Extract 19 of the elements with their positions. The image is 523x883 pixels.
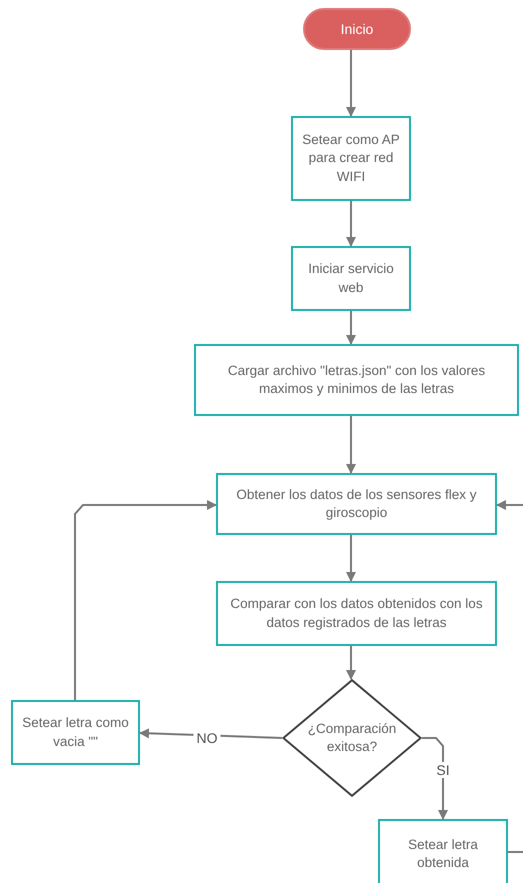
arrow bbox=[422, 737, 448, 820]
process-box: Setear como AP para crear red WIFI bbox=[291, 116, 411, 201]
arrow bbox=[346, 416, 356, 474]
arrow bbox=[346, 311, 356, 345]
arrow bbox=[496, 500, 523, 853]
start-terminal: Inicio bbox=[303, 8, 411, 50]
process-box: Cargar archivo "letras.json" con los valores maximos y minimos de las letras bbox=[194, 344, 519, 416]
process-box: Setear letra obtenida bbox=[378, 819, 508, 883]
process-box: Obtener los datos de los sensores flex y giroscopio bbox=[216, 473, 497, 535]
arrow bbox=[346, 535, 356, 582]
arrow bbox=[346, 50, 356, 117]
node-text: ¿Comparación exitosa? bbox=[306, 720, 398, 756]
process-box: Setear letra como vacia "" bbox=[11, 700, 140, 765]
arrow bbox=[346, 646, 356, 680]
process-box: Iniciar servicio web bbox=[291, 246, 411, 311]
edge-label: NO bbox=[194, 730, 220, 746]
arrow bbox=[74, 500, 217, 700]
process-box: Comparar con los datos obtenidos con los datos registrados de las letras bbox=[216, 581, 497, 646]
arrow bbox=[346, 201, 356, 247]
